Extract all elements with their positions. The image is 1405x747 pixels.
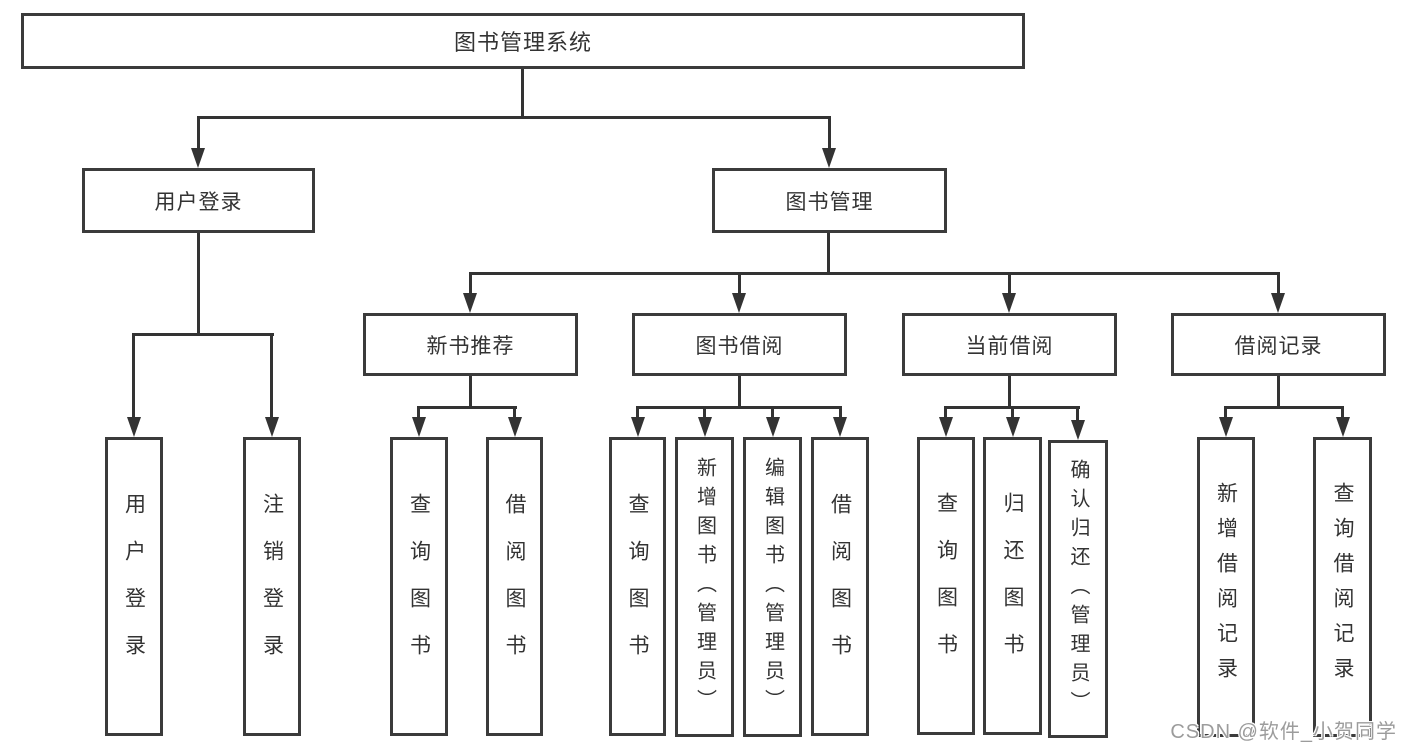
leaf-return-books: 归还图书 (983, 437, 1042, 735)
arrowhead-down-icon (412, 417, 426, 437)
connector-line (132, 333, 135, 419)
leaf-query-books-2: 查询图书 (609, 437, 666, 736)
arrowhead-down-icon (698, 417, 712, 437)
leaf-label: 新增图书（管理员） (693, 456, 716, 718)
node-borrowing-records: 借阅记录 (1171, 313, 1386, 376)
leaf-user-login: 用户登录 (105, 437, 163, 736)
leaf-borrow-books: 借阅图书 (486, 437, 543, 736)
connector-line (1008, 272, 1011, 295)
connector-line (513, 406, 516, 419)
connector-line (636, 406, 639, 419)
leaf-label: 借阅图书 (828, 492, 852, 681)
arrowhead-down-icon (1336, 417, 1350, 437)
arrowhead-down-icon (508, 417, 522, 437)
arrowhead-down-icon (1002, 293, 1016, 313)
connector-line (703, 406, 706, 419)
arrowhead-down-icon (631, 417, 645, 437)
connector-line (1224, 406, 1227, 419)
connector-line (1277, 376, 1280, 409)
node-label: 新书推荐 (426, 334, 515, 358)
node-label: 图书管理系统 (453, 30, 592, 55)
connector-line (636, 406, 842, 409)
connector-line (1076, 406, 1079, 421)
leaf-label: 编辑图书（管理员） (761, 456, 784, 718)
connector-line (197, 233, 200, 336)
leaf-label: 注销登录 (260, 492, 284, 681)
leaf-label: 确认归还（管理员） (1067, 458, 1089, 720)
arrowhead-down-icon (191, 148, 205, 168)
leaf-label: 新增借阅记录 (1214, 482, 1238, 692)
node-library-management-system: 图书管理系统 (21, 13, 1025, 69)
node-current-borrowing: 当前借阅 (902, 313, 1117, 376)
leaf-label: 归还图书 (1001, 492, 1024, 680)
connector-line (839, 406, 842, 419)
connector-line (417, 406, 420, 419)
connector-line (197, 116, 831, 119)
connector-line (944, 406, 947, 419)
arrowhead-down-icon (766, 417, 780, 437)
node-book-borrowing: 图书借阅 (632, 313, 847, 376)
leaf-label: 查询图书 (626, 492, 649, 681)
connector-line (828, 116, 831, 150)
connector-line (1277, 272, 1280, 295)
arrowhead-down-icon (265, 417, 279, 437)
node-label: 用户登录 (154, 190, 243, 214)
connector-line (469, 272, 1280, 275)
connector-line (197, 116, 200, 150)
leaf-label: 借阅图书 (503, 492, 526, 681)
arrowhead-down-icon (1271, 293, 1285, 313)
node-new-book-recommendation: 新书推荐 (363, 313, 578, 376)
arrowhead-down-icon (833, 417, 847, 437)
connector-line (469, 376, 472, 409)
node-book-management: 图书管理 (712, 168, 947, 233)
connector-line (469, 272, 472, 295)
leaf-label: 查询图书 (407, 492, 431, 681)
leaf-borrow-books-2: 借阅图书 (811, 437, 869, 736)
leaf-confirm-return-admin: 确认归还（管理员） (1048, 440, 1108, 738)
arrowhead-down-icon (1006, 417, 1020, 437)
arrowhead-down-icon (1219, 417, 1233, 437)
leaf-label: 查询借阅记录 (1331, 482, 1354, 692)
connector-line (738, 272, 741, 295)
connector-line (132, 333, 274, 336)
connector-line (1224, 406, 1344, 409)
leaf-label: 用户登录 (122, 492, 146, 681)
leaf-edit-books-admin: 编辑图书（管理员） (743, 437, 802, 737)
connector-line (270, 333, 273, 419)
connector-line (1011, 406, 1014, 419)
leaf-query-borrow-record: 查询借阅记录 (1313, 437, 1372, 737)
leaf-label: 查询图书 (934, 492, 958, 680)
arrowhead-down-icon (1071, 420, 1085, 440)
leaf-add-borrow-record: 新增借阅记录 (1197, 437, 1255, 737)
leaf-query-books: 查询图书 (390, 437, 448, 736)
connector-line (1008, 376, 1011, 409)
node-label: 图书管理 (785, 190, 874, 214)
csdn-watermark: CSDN @软件_小贺同学 (1170, 721, 1397, 743)
arrowhead-down-icon (732, 293, 746, 313)
connector-line (738, 376, 741, 409)
leaf-logout: 注销登录 (243, 437, 301, 736)
connector-line (827, 233, 830, 275)
node-label: 当前借阅 (965, 334, 1054, 358)
leaf-query-books-3: 查询图书 (917, 437, 975, 735)
connector-line (771, 406, 774, 419)
node-user-login: 用户登录 (82, 168, 315, 233)
arrowhead-down-icon (822, 148, 836, 168)
arrowhead-down-icon (939, 417, 953, 437)
node-label: 图书借阅 (695, 334, 784, 358)
connector-line (417, 406, 517, 409)
arrowhead-down-icon (127, 417, 141, 437)
connector-line (1341, 406, 1344, 419)
leaf-add-books-admin: 新增图书（管理员） (675, 437, 734, 737)
connector-line (521, 68, 524, 118)
arrowhead-down-icon (463, 293, 477, 313)
node-label: 借阅记录 (1234, 334, 1323, 358)
